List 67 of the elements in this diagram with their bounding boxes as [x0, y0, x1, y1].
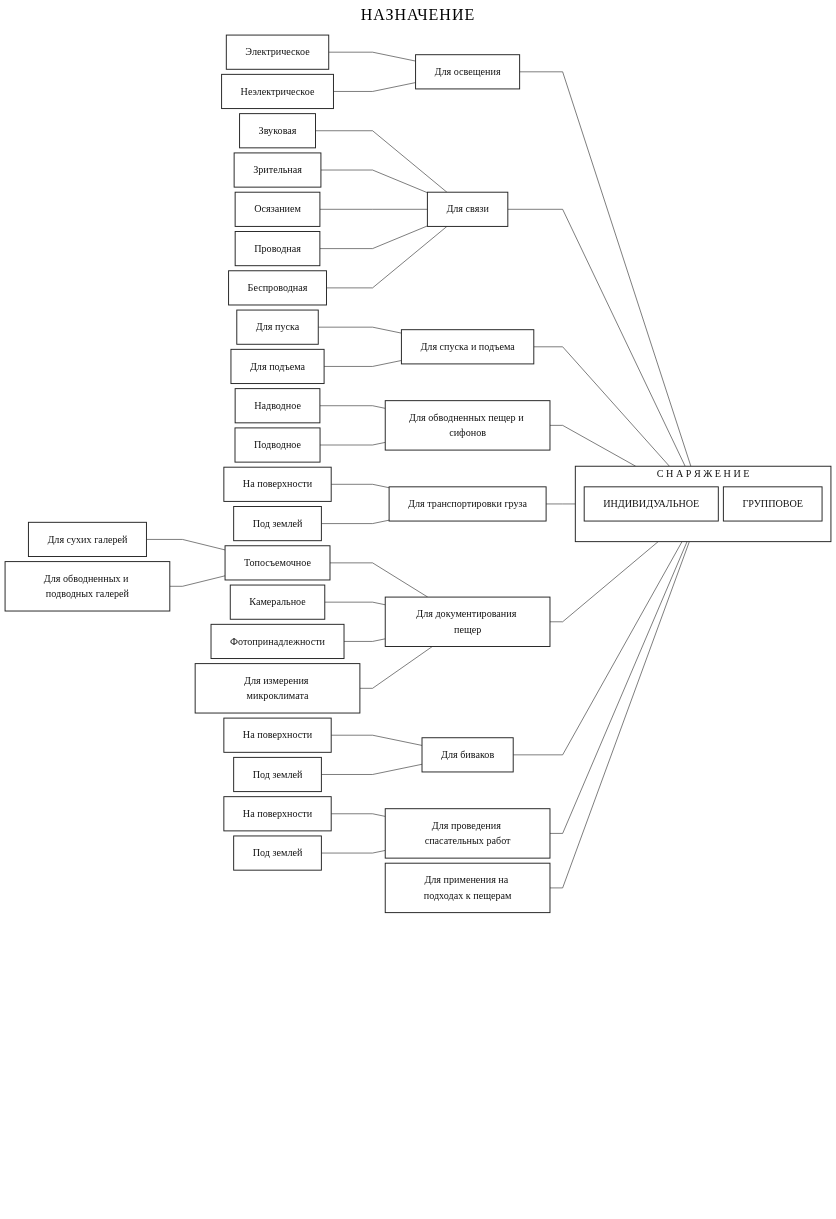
connector: [545, 503, 576, 505]
connector: [359, 646, 433, 689]
node-box: Подводное: [234, 427, 321, 463]
connector: [317, 326, 402, 334]
node-box: Топосъемочное: [224, 545, 331, 581]
node-box: Беспроводная: [228, 270, 327, 306]
connector: [329, 562, 429, 598]
connector: [549, 541, 690, 889]
node-box: Для применения на подходах к пещерам: [384, 862, 551, 914]
connector: [512, 541, 683, 756]
connector: [330, 484, 390, 489]
connector: [324, 601, 386, 606]
connector: [326, 226, 448, 289]
node-box: Для измерения микроклимата: [194, 663, 361, 714]
node-box: Для проведения спасательных работ: [384, 808, 551, 859]
connector: [328, 51, 416, 62]
connector: [549, 425, 637, 467]
node-box: ГРУППОВОЕ: [722, 486, 823, 522]
node-box: Осязанием: [234, 191, 321, 227]
connector: [330, 734, 423, 746]
connector: [343, 638, 386, 642]
connector: [169, 575, 226, 587]
node-box: На поверхности: [223, 466, 332, 502]
connector: [333, 82, 416, 92]
node-box: Для связи: [426, 191, 509, 227]
connector: [321, 519, 390, 524]
connector: [533, 346, 670, 467]
node-box: Для обводненных пещер и сифонов: [384, 400, 551, 451]
connector: [315, 130, 448, 193]
node-box: Для документирования пещер: [384, 596, 551, 647]
node-box: Неэлектрическое: [221, 73, 334, 110]
node-box: Для пуска: [236, 309, 319, 345]
label-text: НАЗНАЧЕНИЕ: [360, 6, 476, 23]
node-box: Фотопринадлежности: [210, 623, 345, 659]
node-box: Проводная: [234, 231, 321, 267]
connector: [146, 539, 226, 551]
connector: [323, 360, 402, 367]
node-box: На поверхности: [223, 717, 332, 753]
node-box: Под землей: [233, 835, 322, 871]
connector: [319, 405, 386, 409]
node-box: На поверхности: [223, 796, 332, 832]
node-box: Камеральное: [229, 584, 326, 620]
connector: [321, 850, 386, 854]
node-box: Зрительная: [233, 152, 322, 188]
node-box: Для биваков: [421, 737, 514, 773]
node-box: Для подъема: [230, 348, 325, 385]
connector: [319, 442, 386, 446]
node-box: Под землей: [233, 756, 322, 793]
node-box: Электрическое: [225, 34, 330, 70]
node-box: Надводное: [234, 388, 321, 424]
connector: [319, 209, 428, 210]
connector: [319, 225, 428, 249]
node-box: Для сухих галерей: [27, 521, 147, 557]
connector: [320, 169, 428, 193]
node-box: Для спуска и подъема: [400, 329, 535, 365]
connector: [549, 541, 688, 834]
node-box: Для освещения: [415, 54, 521, 90]
node-box: Для транспортировки груза: [388, 486, 547, 522]
connector: [549, 541, 659, 623]
connector: [519, 71, 692, 467]
node-box: Для обводненных и подводных галерей: [4, 561, 171, 612]
connector: [321, 763, 423, 775]
connector: [507, 209, 686, 467]
connector: [330, 813, 386, 817]
node-box: Под землей: [233, 506, 322, 542]
node-box: ИНДИВИДУАЛЬНОЕ: [583, 486, 719, 522]
node-box: Звуковая: [239, 113, 316, 149]
